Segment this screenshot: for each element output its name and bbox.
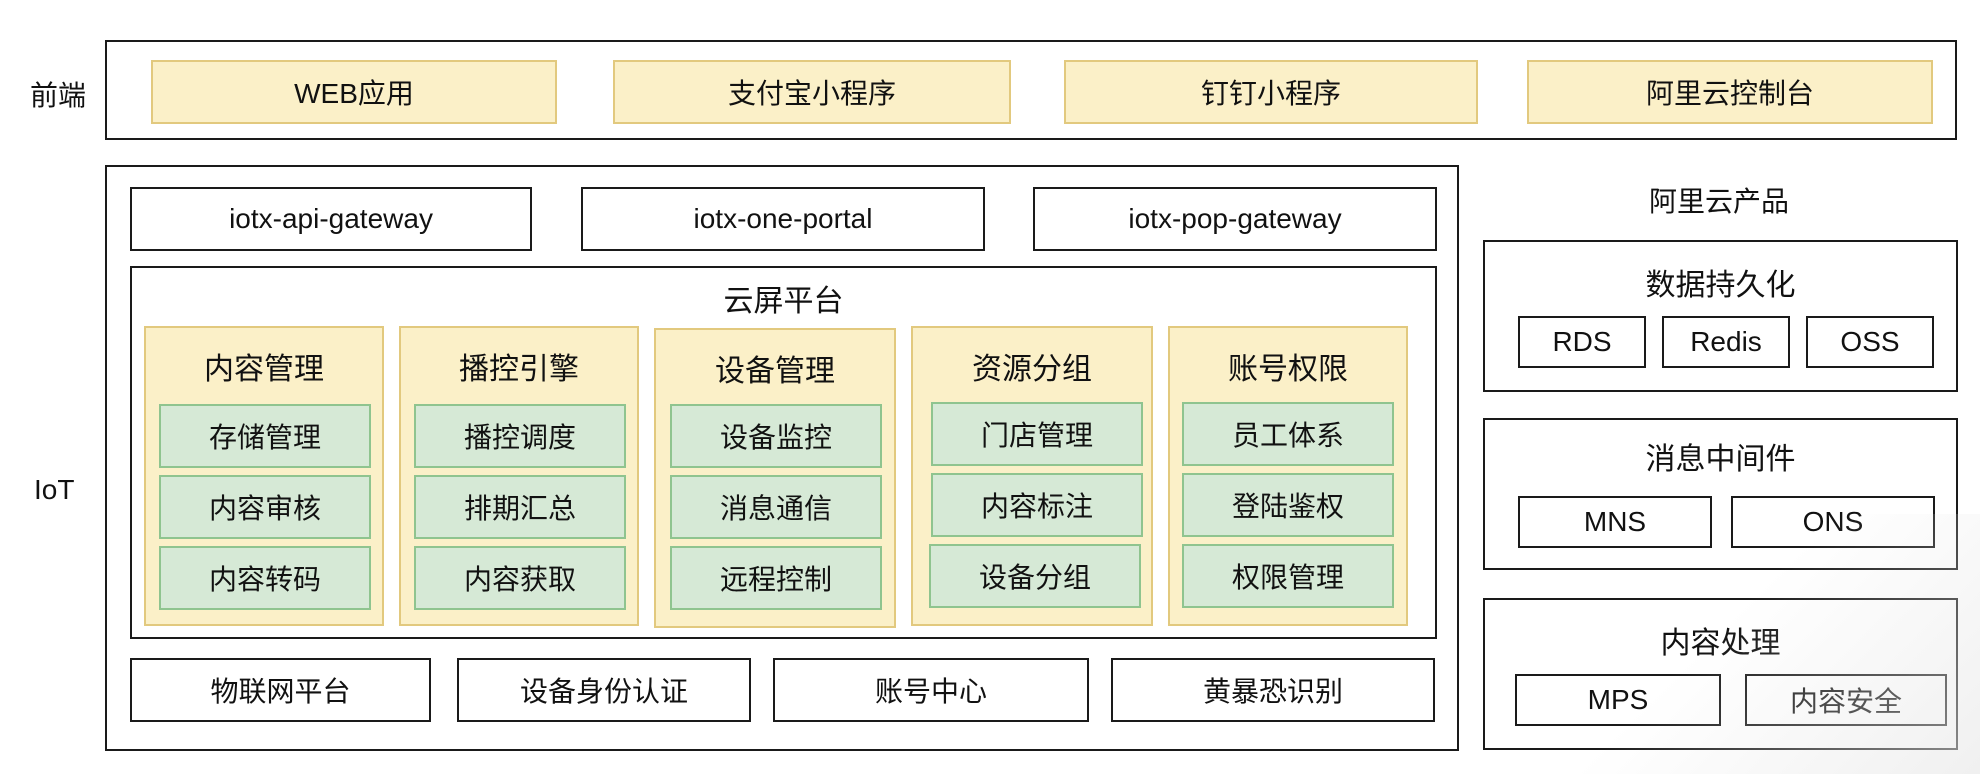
group-data-persistence: 数据持久化 RDS Redis OSS [1483,240,1958,392]
frontend-item-web: WEB应用 [151,60,557,124]
frontend-item-aliyun-console: 阿里云控制台 [1527,60,1933,124]
frontend-item-dingtalk: 钉钉小程序 [1064,60,1478,124]
cloud-screen-platform: 云屏平台 内容管理 存储管理 内容审核 内容转码 播控引擎 播控调度 排期汇总 … [130,266,1437,639]
group-message-middleware: 消息中间件 MNS ONS [1483,418,1958,570]
product-content-security: 内容安全 [1745,674,1947,726]
module-title: 资源分组 [972,353,1092,386]
module-item: 排期汇总 [414,475,626,539]
product-mps: MPS [1515,674,1721,726]
frontend-item-alipay: 支付宝小程序 [613,60,1011,124]
module-item: 权限管理 [1182,544,1394,608]
module-item: 设备监控 [670,404,882,468]
module-item: 门店管理 [931,402,1143,466]
frontend-frame: WEB应用 支付宝小程序 钉钉小程序 阿里云控制台 [105,40,1957,140]
module-account-permissions: 账号权限 员工体系 登陆鉴权 权限管理 [1168,326,1408,626]
module-item: 远程控制 [670,546,882,610]
platform-title: 云屏平台 [723,285,844,318]
module-resource-grouping: 资源分组 门店管理 内容标注 设备分组 [911,326,1153,626]
module-item: 内容获取 [414,546,626,610]
module-content-management: 内容管理 存储管理 内容审核 内容转码 [144,326,384,626]
module-item: 设备分组 [929,544,1141,608]
module-item: 内容审核 [159,475,371,539]
module-title: 设备管理 [715,355,835,388]
iot-label: IoT [34,474,75,505]
product-mns: MNS [1518,496,1712,548]
module-item: 登陆鉴权 [1182,473,1394,537]
group-title: 内容处理 [1660,627,1781,660]
module-title: 播控引擎 [459,353,579,386]
group-title: 数据持久化 [1645,269,1796,302]
product-redis: Redis [1662,316,1790,368]
service-content-moderation: 黄暴恐识别 [1111,658,1435,722]
group-title: 消息中间件 [1645,443,1796,476]
product-rds: RDS [1518,316,1646,368]
module-title: 内容管理 [204,353,324,386]
module-item: 存储管理 [159,404,371,468]
module-item: 内容转码 [159,546,371,610]
service-device-identity: 设备身份认证 [457,658,751,722]
gateway-one-portal: iotx-one-portal [581,187,985,251]
module-item: 消息通信 [670,475,882,539]
module-title: 账号权限 [1228,353,1348,386]
group-content-processing: 内容处理 MPS 内容安全 [1483,598,1958,750]
module-playback-engine: 播控引擎 播控调度 排期汇总 内容获取 [399,326,639,626]
service-iot-platform: 物联网平台 [130,658,431,722]
product-oss: OSS [1806,316,1934,368]
iot-frame: iotx-api-gateway iotx-one-portal iotx-po… [105,165,1459,751]
service-account-center: 账号中心 [773,658,1089,722]
aliyun-label: 阿里云产品 [1648,186,1789,217]
product-ons: ONS [1731,496,1935,548]
module-device-management: 设备管理 设备监控 消息通信 远程控制 [654,328,896,628]
module-item: 内容标注 [931,473,1143,537]
module-item: 员工体系 [1182,402,1394,466]
gateway-api: iotx-api-gateway [130,187,532,251]
module-item: 播控调度 [414,404,626,468]
gateway-pop: iotx-pop-gateway [1033,187,1437,251]
frontend-label: 前端 [30,80,87,111]
